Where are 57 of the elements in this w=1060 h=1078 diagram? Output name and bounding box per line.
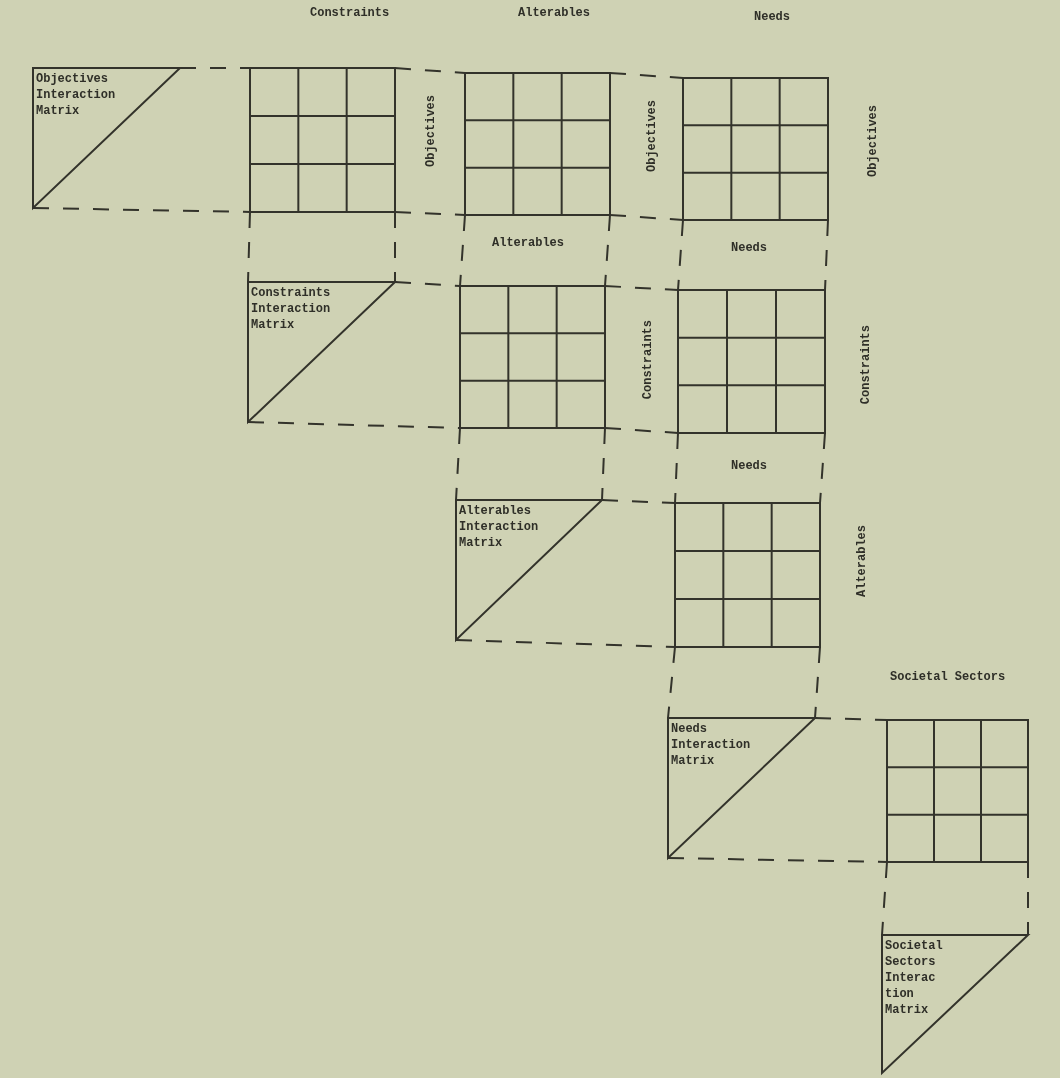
column-heading: Alterables	[492, 236, 564, 250]
matrix-title: Societal Sectors Interac tion Matrix	[885, 938, 944, 1018]
dashed-line	[819, 432, 826, 504]
row-heading: Constraints	[641, 320, 655, 400]
matrix-grid	[465, 73, 610, 215]
matrix-grid	[460, 286, 605, 428]
dashed-line	[604, 285, 679, 291]
column-heading: Needs	[754, 10, 790, 24]
dashed-line	[814, 717, 888, 721]
matrix-title: Alterables Interaction Matrix	[459, 503, 540, 551]
dashed-line	[601, 427, 606, 501]
dashed-line	[604, 427, 679, 434]
row-heading: Objectives	[424, 95, 438, 167]
dashed-line	[394, 211, 396, 283]
matrix-title: Objectives Interaction Matrix	[36, 71, 117, 119]
row-heading: Alterables	[855, 525, 869, 597]
triangle-matrix	[456, 500, 602, 640]
dashed-line	[247, 421, 461, 429]
dashed-line	[601, 499, 676, 504]
triangle-matrix	[668, 718, 815, 858]
dashed-line	[394, 281, 461, 287]
matrix-title: Needs Interaction Matrix	[671, 721, 752, 769]
dashed-line	[247, 211, 251, 283]
matrix-grid	[683, 78, 828, 220]
dashed-line	[1027, 861, 1029, 936]
dashed-line	[667, 646, 676, 719]
dashed-line	[609, 72, 684, 79]
column-heading: Societal Sectors	[890, 670, 1006, 684]
dashed-line	[881, 861, 888, 936]
dashed-line	[394, 67, 466, 74]
row-heading: Objectives	[645, 100, 659, 172]
column-heading: Constraints	[310, 6, 390, 20]
matrix-grid	[887, 720, 1028, 862]
dashed-line	[674, 432, 679, 504]
dashed-line	[455, 427, 461, 501]
triangle-matrix	[248, 282, 395, 422]
dashed-line	[814, 646, 821, 719]
dashed-line	[459, 214, 466, 287]
column-heading: Needs	[731, 241, 767, 255]
dashed-line	[32, 207, 251, 213]
triangle-matrix	[882, 935, 1028, 1073]
matrix-title: Constraints Interaction Matrix	[251, 285, 332, 333]
row-heading: Constraints	[859, 325, 873, 405]
triangle-matrix	[33, 68, 180, 208]
matrix-grid	[675, 503, 820, 647]
matrix-grid	[678, 290, 825, 433]
column-heading: Alterables	[518, 6, 590, 20]
dashed-line	[179, 67, 251, 69]
dashed-line	[667, 857, 888, 863]
dashed-line	[677, 219, 684, 291]
dashed-line	[609, 214, 684, 221]
dashed-line	[455, 639, 676, 648]
matrix-grid	[250, 68, 395, 212]
column-heading: Needs	[731, 459, 767, 473]
dashed-line	[604, 214, 611, 287]
dashed-line	[394, 211, 466, 216]
dashed-line	[824, 219, 829, 291]
